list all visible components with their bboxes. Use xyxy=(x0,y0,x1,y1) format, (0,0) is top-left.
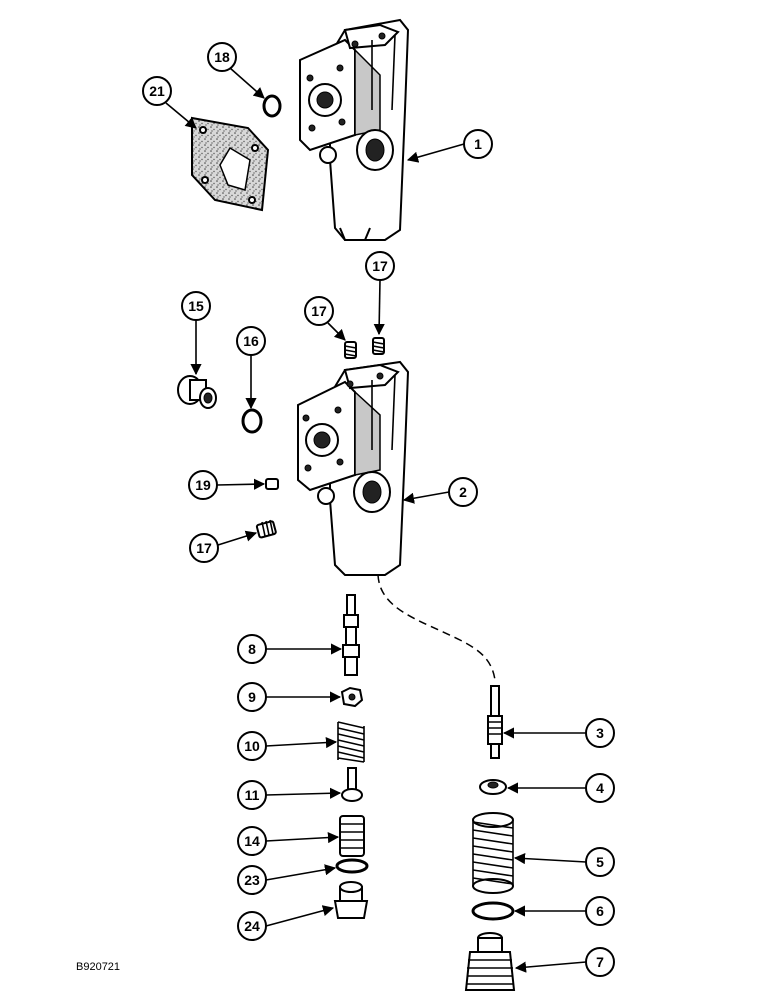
callout-21: 21 xyxy=(142,76,197,129)
callout-17-right-label: 17 xyxy=(372,258,388,274)
retainer xyxy=(479,779,507,795)
snap-ring xyxy=(471,901,515,921)
callout-15-label: 15 xyxy=(188,298,204,314)
callout-24: 24 xyxy=(237,905,335,941)
callout-4-label: 4 xyxy=(596,780,604,796)
callout-1-label: 1 xyxy=(474,136,482,152)
nut xyxy=(340,686,364,708)
pilot-stem xyxy=(487,685,503,759)
spring-large xyxy=(472,812,514,894)
callout-5-label: 5 xyxy=(596,854,604,870)
assembly-route-line xyxy=(377,574,496,681)
callout-2-label: 2 xyxy=(459,484,467,500)
callout-8-label: 8 xyxy=(248,641,256,657)
set-screw-left-top xyxy=(344,341,357,359)
callout-18-label: 18 xyxy=(214,49,230,65)
callout-9: 9 xyxy=(237,682,342,712)
callout-17-side-label: 17 xyxy=(196,540,212,556)
callout-17-left-label: 17 xyxy=(311,303,327,319)
callout-1: 1 xyxy=(406,129,493,163)
o-ring-plug xyxy=(241,408,263,434)
callout-23: 23 xyxy=(237,864,337,895)
callout-14-label: 14 xyxy=(244,833,260,849)
gasket xyxy=(191,116,270,212)
callout-18: 18 xyxy=(207,42,265,99)
callout-10: 10 xyxy=(237,731,338,761)
valve-housing-lower xyxy=(297,360,410,576)
callout-15: 15 xyxy=(181,291,211,376)
spring-small xyxy=(337,720,365,763)
callout-9-label: 9 xyxy=(248,689,256,705)
callout-6-label: 6 xyxy=(596,903,604,919)
callout-19: 19 xyxy=(188,470,266,500)
seal-ring xyxy=(335,858,369,874)
end-plug xyxy=(333,881,369,919)
callout-16-label: 16 xyxy=(243,333,259,349)
callout-7: 7 xyxy=(514,947,615,977)
sleeve xyxy=(339,815,365,857)
callout-11: 11 xyxy=(237,780,342,810)
callout-5: 5 xyxy=(513,847,615,877)
callout-17-right: 17 xyxy=(365,251,395,336)
callout-16: 16 xyxy=(236,326,266,410)
callout-24-label: 24 xyxy=(244,918,260,934)
callout-10-label: 10 xyxy=(244,738,260,754)
callout-19-label: 19 xyxy=(195,477,211,493)
callout-6: 6 xyxy=(513,896,615,926)
valve-housing-upper xyxy=(299,18,410,241)
figure-id: B920721 xyxy=(76,961,120,973)
callout-7-label: 7 xyxy=(596,954,604,970)
callout-3-label: 3 xyxy=(596,725,604,741)
callout-17-side: 17 xyxy=(189,530,258,563)
set-screw-right-top xyxy=(372,337,385,355)
pin xyxy=(265,478,279,490)
callout-21-label: 21 xyxy=(149,83,165,99)
callout-17-left: 17 xyxy=(304,296,346,341)
callout-14: 14 xyxy=(237,826,340,856)
callout-3: 3 xyxy=(502,718,615,748)
cap xyxy=(464,932,516,991)
poppet xyxy=(341,767,363,802)
spool xyxy=(342,594,360,676)
plug xyxy=(177,375,217,409)
callout-23-label: 23 xyxy=(244,872,260,888)
o-ring-upper xyxy=(262,94,282,118)
set-screw-side xyxy=(255,519,277,539)
callout-4: 4 xyxy=(506,773,615,803)
callout-2: 2 xyxy=(402,477,478,507)
callout-8: 8 xyxy=(237,634,343,664)
callout-11-label: 11 xyxy=(245,787,260,803)
